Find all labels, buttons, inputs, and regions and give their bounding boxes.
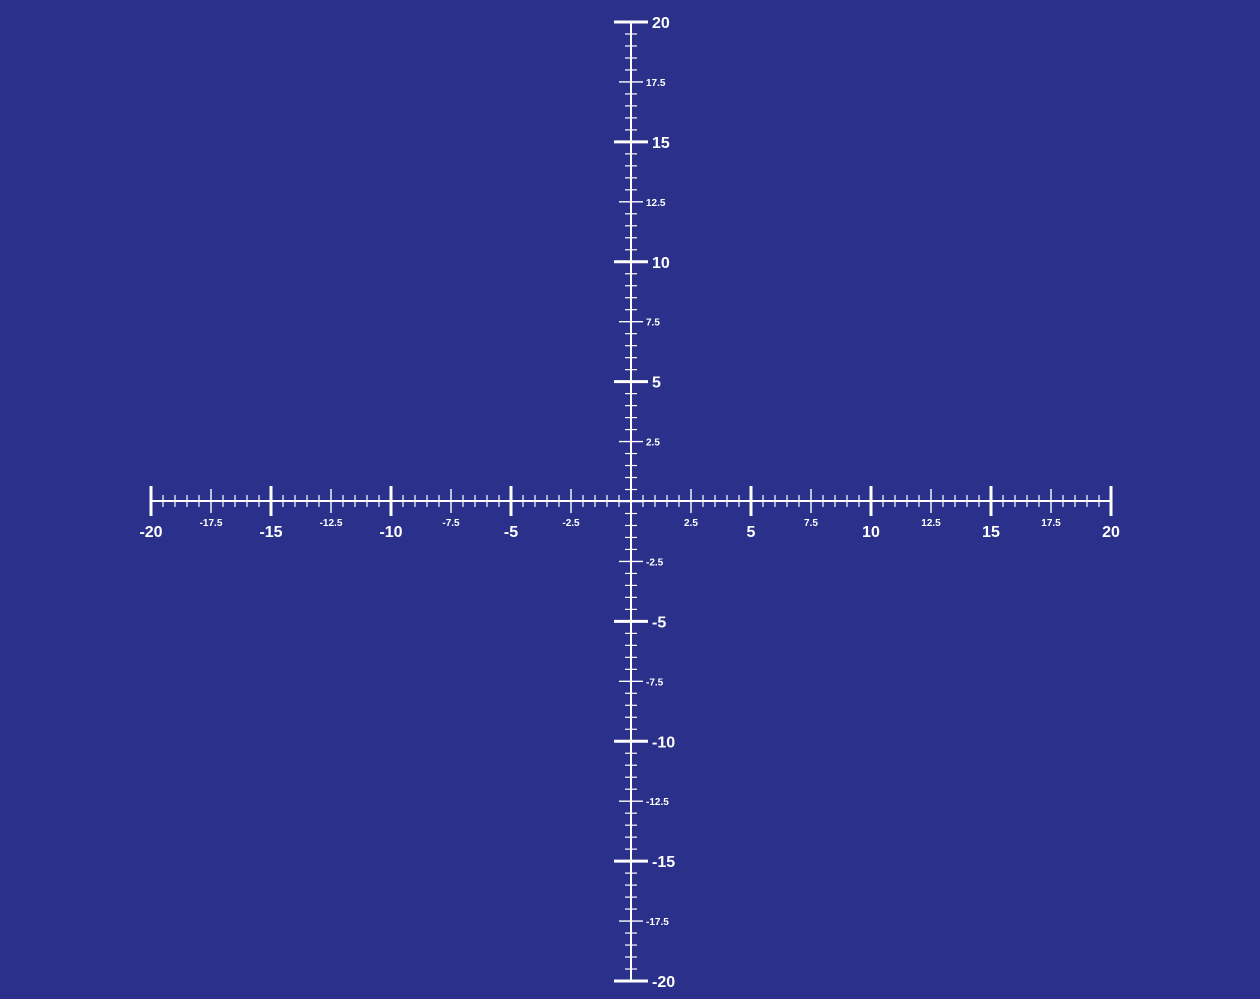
y-major-label: -10 (652, 734, 675, 751)
x-major-label: 10 (862, 524, 880, 541)
x-major-label: -10 (379, 524, 402, 541)
y-mid-label: -2.5 (646, 557, 664, 568)
y-mid-label: -17.5 (646, 917, 669, 928)
x-mid-label: 2.5 (684, 518, 698, 529)
x-major-label: 20 (1102, 524, 1120, 541)
x-mid-label: 17.5 (1041, 518, 1061, 529)
y-major-label: -20 (652, 974, 675, 991)
y-major-label: -5 (652, 614, 666, 631)
x-major-label: -15 (259, 524, 282, 541)
y-mid-label: 17.5 (646, 78, 666, 89)
x-major-label: -20 (139, 524, 162, 541)
x-major-label: 15 (982, 524, 1000, 541)
y-mid-label: 2.5 (646, 438, 660, 449)
y-axis: -20 -15 -10 -5 5 10 15 20 -17.5 -12.5 -7.5 -2.5 2.5 7… (614, 15, 675, 991)
y-major-label: 5 (652, 375, 661, 392)
y-mid-label: 7.5 (646, 318, 660, 329)
y-major-label: 20 (652, 15, 670, 32)
x-mid-label: 12.5 (921, 518, 941, 529)
x-mid-label: -7.5 (442, 518, 460, 529)
x-mid-label: -17.5 (200, 518, 223, 529)
y-mid-label: -7.5 (646, 677, 664, 688)
x-mid-label: -2.5 (562, 518, 580, 529)
y-mid-label: -12.5 (646, 797, 669, 808)
x-mid-label: 7.5 (804, 518, 818, 529)
x-major-label: -5 (504, 524, 518, 541)
y-major-label: -15 (652, 854, 675, 871)
x-major-label: 5 (747, 524, 756, 541)
x-axis: -20 -15 -10 -5 5 10 15 20 -17.5 -12.5 -7.5 -2.5 2.5 7… (139, 486, 1120, 541)
y-major-label: 10 (652, 255, 670, 272)
y-major-label: 15 (652, 135, 670, 152)
x-mid-label: -12.5 (320, 518, 343, 529)
y-mid-label: 12.5 (646, 198, 666, 209)
